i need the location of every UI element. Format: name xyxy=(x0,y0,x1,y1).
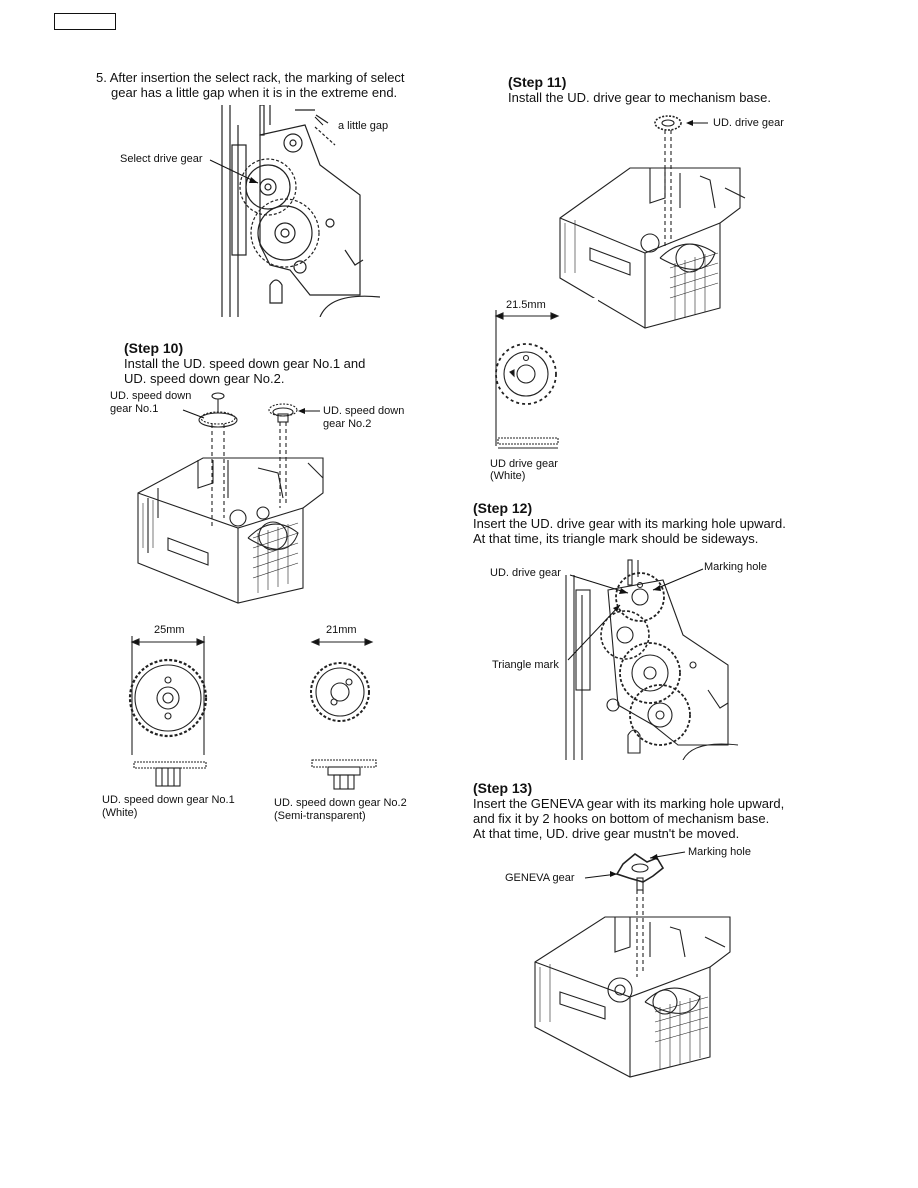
dim-gear1: 25mm xyxy=(154,624,185,636)
step5-section: 5. After insertion the select rack, the … xyxy=(96,70,405,100)
step12-heading: (Step 12) xyxy=(473,500,533,516)
label-select-drive-gear: Select drive gear xyxy=(120,153,203,165)
step13-figure: Marking hole GENEVA gear xyxy=(505,842,805,1080)
step10-section: (Step 10) Install the UD. speed down gea… xyxy=(124,340,365,386)
step13-text-line3: At that time, UD. drive gear mustn't be … xyxy=(473,826,740,841)
step13-text-line2: and fix it by 2 hooks on bottom of mecha… xyxy=(473,811,770,826)
step10-text-line2: UD. speed down gear No.2. xyxy=(124,371,285,386)
caption-gear1-line1: UD. speed down gear No.1 xyxy=(102,794,235,806)
label-marking-hole-12: Marking hole xyxy=(704,561,767,573)
label-geneva-gear: GENEVA gear xyxy=(505,872,575,884)
step10-gear-details: 25mm 21mm UD. speed down gear No.1 (Whit… xyxy=(102,620,414,826)
step10-text-line1: Install the UD. speed down gear No.1 and xyxy=(124,356,366,371)
step13-text-line1: Insert the GENEVA gear with its marking … xyxy=(473,796,785,811)
step12-text-line2: At that time, its triangle mark should b… xyxy=(473,531,759,546)
step11-gear-detail: 21.5mm UD drive gear (White) xyxy=(488,298,598,488)
step12-figure: UD. drive gear Marking hole Triangle mar… xyxy=(488,555,798,760)
step11-heading: (Step 11) xyxy=(508,74,567,90)
label-gear2-line1: UD. speed down xyxy=(323,405,405,417)
label-gear1-line1: UD. speed down xyxy=(110,390,192,402)
step5-text-line2: gear has a little gap when it is in the … xyxy=(111,85,398,100)
label-gear1-line2: gear No.1 xyxy=(110,403,159,415)
caption-drive-gear-line2: (White) xyxy=(490,470,526,482)
step13-heading: (Step 13) xyxy=(473,780,533,796)
label-triangle-mark: Triangle mark xyxy=(492,659,559,671)
step11-assembly-figure: UD. drive gear xyxy=(550,108,850,330)
caption-gear1-line2: (White) xyxy=(102,807,138,819)
label-marking-hole-13: Marking hole xyxy=(688,846,751,858)
header-box xyxy=(54,13,116,30)
step5-text-line1: 5. After insertion the select rack, the … xyxy=(96,70,405,85)
label-little-gap: a little gap xyxy=(338,120,389,132)
step12-section: (Step 12) Insert the UD. drive gear with… xyxy=(473,500,786,546)
step10-assembly-figure: UD. speed down gear No.1 UD. speed down … xyxy=(108,388,418,606)
step12-text-line1: Insert the UD. drive gear with its marki… xyxy=(473,516,786,531)
step11-section: (Step 11) Install the UD. drive gear to … xyxy=(508,74,771,105)
dim-gear2: 21mm xyxy=(326,624,357,636)
step13-section: (Step 13) Insert the GENEVA gear with it… xyxy=(473,780,784,841)
step5-figure: Select drive gear a little gap xyxy=(120,105,388,317)
label-ud-drive-gear-12: UD. drive gear xyxy=(490,567,561,579)
label-ud-drive-gear: UD. drive gear xyxy=(713,117,784,129)
caption-gear2-line1: UD. speed down gear No.2 xyxy=(274,797,407,809)
step10-heading: (Step 10) xyxy=(124,340,184,356)
caption-drive-gear-line1: UD drive gear xyxy=(490,458,558,470)
label-gear2-line2: gear No.2 xyxy=(323,418,372,430)
dim-drive-gear: 21.5mm xyxy=(506,299,546,311)
step11-text-line1: Install the UD. drive gear to mechanism … xyxy=(508,90,772,105)
caption-gear2-line2: (Semi-transparent) xyxy=(274,810,366,822)
